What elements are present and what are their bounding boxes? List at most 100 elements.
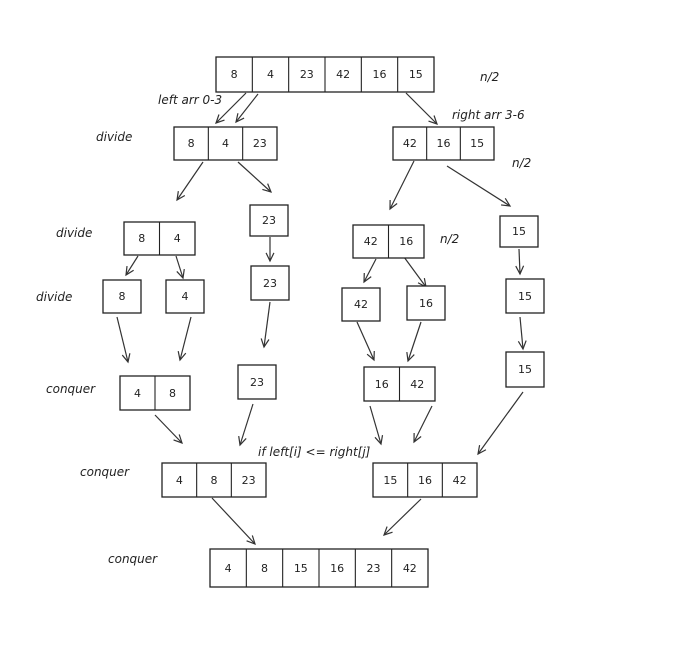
arrow-2: [405, 92, 438, 125]
arrow-21: [369, 405, 384, 446]
compare-condition-label: if left[i] <= right[j]: [258, 445, 371, 459]
array-box-l-pair: [123, 221, 196, 256]
array-box-leaf-15: [505, 278, 545, 314]
array-cell-root-4: 16: [372, 68, 387, 81]
array-cell-leaf-16-0: 16: [419, 296, 433, 310]
array-box-final: [209, 548, 429, 588]
array-cell-left-half-1: 4: [221, 137, 229, 150]
arrow-16: [356, 321, 375, 362]
divide-label-2: divide: [56, 226, 93, 240]
array-box-right-half: [392, 126, 495, 161]
array-box-merged-15: [505, 351, 545, 388]
array-cell-leaf-4-0: 4: [181, 290, 189, 303]
array-cell-final-5: 42: [402, 561, 417, 575]
arrow-10: [363, 258, 377, 284]
array-cell-right-half-1: 16: [436, 137, 451, 150]
n-half-label-pair: n/2: [440, 232, 460, 246]
array-cell-leaf-8-0: 8: [118, 290, 126, 303]
array-cell-r-pair-1: 16: [399, 235, 414, 248]
array-cell-merged-left-2: 23: [241, 473, 256, 487]
array-box-merged-23: [237, 364, 277, 400]
array-box-leaf-4: [165, 279, 205, 314]
left-arr-label: left arr 0-3: [158, 93, 223, 107]
array-cell-merged-r-pair-0: 16: [374, 377, 389, 391]
divide-label-3: divide: [36, 290, 73, 304]
array-box-merged-left: [161, 462, 267, 498]
arrow-1: [235, 93, 259, 124]
arrow-6: [446, 165, 512, 207]
array-cell-l-single-0: 23: [262, 214, 276, 227]
array-cell-final-0: 4: [224, 561, 232, 575]
arrow-23: [477, 391, 524, 456]
array-cell-right-half-2: 15: [470, 137, 485, 150]
array-box-root: [215, 56, 435, 93]
arrow-13: [116, 316, 131, 364]
arrow-24: [211, 497, 256, 546]
array-box-leaf-23: [250, 265, 290, 301]
array-cell-merged-right-2: 42: [452, 473, 467, 487]
array-box-l-single: [249, 204, 289, 237]
array-cell-l-pair-0: 8: [138, 232, 146, 245]
array-box-leaf-16: [406, 285, 446, 321]
array-cell-merged-left-1: 8: [210, 473, 218, 487]
arrow-12: [515, 248, 525, 276]
array-box-merged-r-pair: [363, 366, 436, 402]
array-cell-leaf-42-0: 42: [354, 298, 368, 311]
conquer-label-1: conquer: [46, 382, 96, 396]
arrow-5: [389, 160, 415, 211]
arrow-14: [177, 316, 192, 362]
array-cell-merged-15-0: 15: [518, 363, 532, 376]
array-cell-root-1: 4: [266, 68, 274, 81]
array-cell-final-1: 8: [260, 561, 268, 575]
array-cell-l-pair-1: 4: [173, 232, 181, 245]
array-cell-final-3: 16: [330, 561, 345, 575]
arrow-8: [175, 255, 185, 280]
arrow-19: [154, 414, 183, 444]
arrow-7: [125, 255, 139, 277]
array-cell-r-pair-0: 42: [363, 235, 378, 248]
array-cell-left-half-2: 23: [252, 137, 267, 150]
array-cell-right-half-0: 42: [402, 137, 417, 150]
conquer-label-2: conquer: [80, 465, 130, 479]
divide-label-1: divide: [96, 130, 133, 144]
arrow-9: [265, 237, 275, 263]
array-box-r-single: [499, 215, 539, 248]
array-box-merged-l-pair: [119, 375, 191, 411]
array-box-leaf-42: [341, 287, 381, 322]
n-half-label-top: n/2: [480, 70, 500, 84]
array-cell-root-3: 42: [336, 68, 351, 81]
arrow-3: [176, 161, 204, 202]
array-cell-merged-l-pair-0: 4: [134, 386, 141, 400]
array-cell-root-2: 23: [299, 68, 314, 81]
array-cell-r-single-0: 15: [512, 225, 526, 238]
array-cell-left-half-0: 8: [187, 137, 195, 150]
array-cell-final-2: 15: [293, 561, 308, 575]
arrow-25: [383, 498, 422, 536]
right-arr-label: right arr 3-6: [452, 108, 525, 122]
array-box-leaf-8: [102, 279, 142, 314]
array-cell-root-0: 8: [230, 68, 238, 81]
conquer-label-3: conquer: [108, 552, 158, 566]
arrow-18: [517, 316, 527, 351]
array-cell-merged-right-0: 15: [383, 473, 398, 487]
array-cell-leaf-23-0: 23: [263, 276, 277, 290]
arrow-11: [403, 256, 427, 289]
array-cell-merged-23-0: 23: [250, 375, 264, 389]
n-half-label-right: n/2: [512, 156, 532, 170]
arrow-20: [238, 403, 254, 447]
array-cell-merged-right-1: 16: [417, 473, 432, 487]
arrow-15: [260, 301, 271, 349]
arrow-22: [413, 405, 433, 444]
arrow-17: [406, 321, 422, 363]
arrow-4: [237, 161, 273, 193]
array-box-left-half: [173, 126, 278, 161]
array-cell-final-4: 23: [366, 561, 381, 575]
arrow-0: [215, 92, 247, 124]
array-cell-merged-left-0: 4: [175, 473, 183, 487]
array-cell-root-5: 15: [408, 68, 423, 81]
array-box-r-pair: [352, 224, 425, 259]
array-box-merged-right: [372, 462, 478, 498]
array-cell-merged-l-pair-1: 8: [169, 386, 176, 400]
